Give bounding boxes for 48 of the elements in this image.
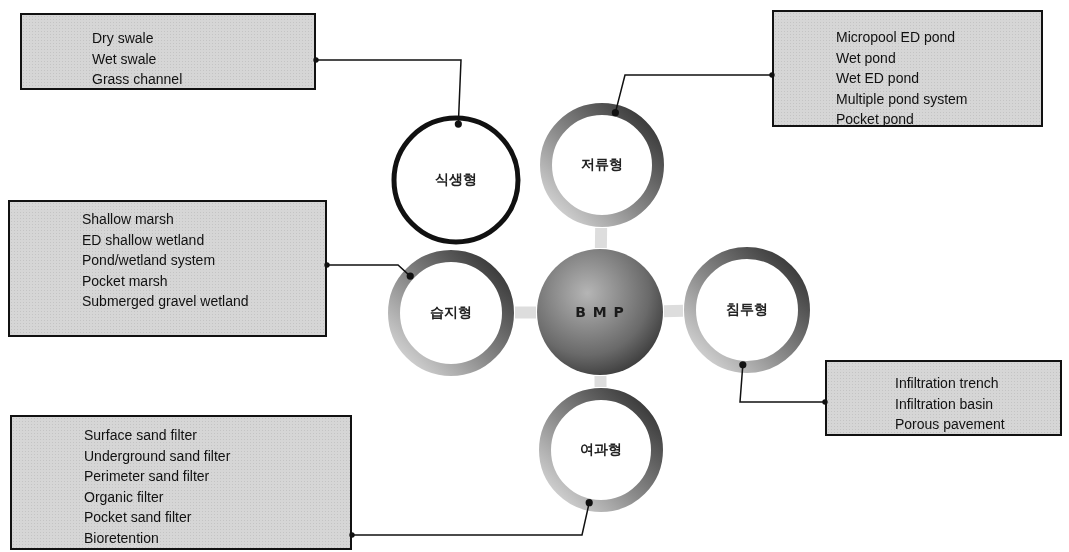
list-item: Bioretention — [84, 528, 159, 548]
list-item: Dry swale — [92, 29, 154, 48]
category-circle — [539, 102, 665, 228]
category-label: 저류형 — [581, 156, 623, 174]
list-box — [10, 415, 352, 550]
list-item: Micropool ED pond — [836, 28, 956, 47]
list-item: Pocket sand filter — [84, 508, 192, 527]
list-item: Perimeter sand filter — [84, 467, 210, 486]
list-item: Wet pond — [836, 48, 896, 68]
category-circle — [683, 246, 811, 374]
list-item: Porous pavement — [895, 415, 1005, 434]
center-label: B M P — [575, 304, 625, 320]
list-item: Organic filter — [84, 487, 164, 507]
list-item: Multiple pond system — [836, 89, 968, 109]
list-item: Wet ED pond — [836, 69, 919, 88]
category-label: 습지형 — [430, 304, 472, 322]
center-sphere — [536, 248, 664, 376]
list-item: Submerged gravel wetland — [82, 292, 249, 311]
list-item: Pond/wetland system — [82, 251, 216, 270]
category-circle — [391, 115, 521, 245]
list-box — [8, 200, 327, 337]
list-item: Underground sand filter — [84, 446, 231, 466]
list-item: Surface sand filter — [84, 426, 197, 445]
list-item: Infiltration basin — [895, 394, 994, 414]
list-box — [825, 360, 1062, 436]
list-item: Grass channel — [92, 70, 183, 89]
leader-line — [313, 57, 462, 128]
leader-line — [739, 361, 828, 405]
list-item: Infiltration trench — [895, 374, 999, 393]
connector — [594, 227, 608, 249]
connector — [663, 304, 684, 318]
category-label: 침투형 — [726, 301, 768, 319]
list-box — [772, 10, 1043, 127]
leader-line — [349, 499, 593, 538]
connector — [594, 375, 607, 388]
list-item: Pocket pond — [836, 110, 914, 129]
list-item: ED shallow wetland — [82, 230, 205, 250]
list-item: Wet swale — [92, 49, 157, 69]
list-item: Pocket marsh — [82, 271, 168, 291]
category-circle — [538, 387, 664, 513]
leader-line — [324, 262, 414, 280]
connector — [514, 306, 537, 319]
category-label: 여과형 — [580, 441, 622, 459]
category-label: 식생형 — [435, 171, 477, 189]
list-item: Shallow marsh — [82, 210, 174, 229]
category-circle — [387, 249, 515, 377]
list-box — [20, 13, 316, 90]
leader-line — [611, 72, 775, 117]
